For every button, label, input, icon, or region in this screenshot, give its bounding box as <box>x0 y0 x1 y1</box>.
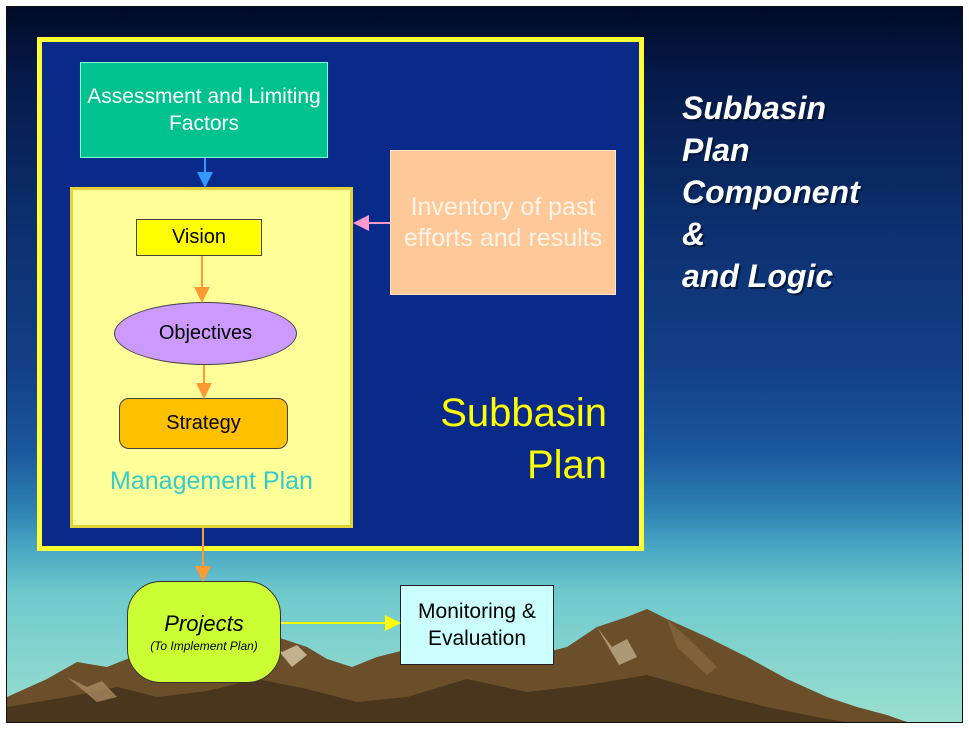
monitoring-evaluation-box: Monitoring & Evaluation <box>400 585 554 665</box>
projects-label: Projects <box>164 610 244 636</box>
title-line: Plan <box>682 132 750 168</box>
vision-box: Vision <box>136 219 262 256</box>
management-plan-label: Management Plan <box>110 467 313 495</box>
subbasin-plan-label: Subbasin Plan <box>440 391 607 487</box>
mountain-landscape <box>7 609 907 722</box>
inventory-box: Inventory of past efforts and results <box>390 150 616 295</box>
assessment-box: Assessment and Limiting Factors <box>80 62 328 158</box>
title-line: and Logic <box>682 258 834 294</box>
title-line: & <box>682 216 706 252</box>
projects-note: (To Implement Plan) <box>150 638 258 653</box>
strategy-box: Strategy <box>119 398 288 449</box>
slide-canvas: Assessment and Limiting Factors Inventor… <box>6 6 963 723</box>
slide-title: Subbasin Plan Component & and Logic <box>682 87 952 297</box>
title-line: Component <box>682 174 860 210</box>
objectives-oval: Objectives <box>114 302 297 365</box>
projects-box: Projects (To Implement Plan) <box>127 581 281 683</box>
title-line: Subbasin <box>682 90 827 126</box>
